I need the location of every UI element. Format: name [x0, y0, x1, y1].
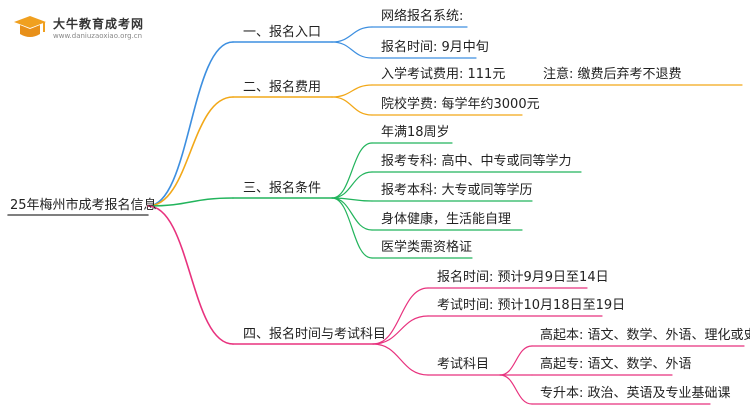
- node-exam-fee-note: 注意: 缴费后弃考不退费: [543, 67, 682, 82]
- branch-link: [147, 205, 234, 345]
- leaf-link: [331, 26, 373, 43]
- leaf-link: [331, 41, 373, 59]
- node-bachelor-requirement: 报考本科: 大专或同等学历: [381, 183, 533, 198]
- leaf-link: [331, 96, 373, 116]
- leaf-link: [331, 197, 373, 259]
- node-subjects-gqb: 高起本: 语文、数学、外语、理化或史地: [540, 328, 750, 343]
- node-exam-fee: 入学考试费用: 111元: [381, 67, 506, 82]
- node-medical-certificate: 医学类需资格证: [381, 240, 473, 255]
- watermark-name: 大牛教育成考网: [53, 17, 145, 31]
- node-age-requirement: 年满18周岁: [381, 125, 450, 140]
- branch-schedule-subjects: 四、报名时间与考试科目: [243, 327, 387, 342]
- leaf-link: [499, 345, 533, 376]
- branch-registration-entry: 一、报名入口: [243, 25, 322, 40]
- leaf-link: [372, 287, 429, 345]
- watermark-url: www.daniuzaoxiao.org.cn: [53, 32, 143, 40]
- node-junior-college-requirement: 报考专科: 高中、中专或同等学力: [381, 154, 572, 169]
- leaf-link: [499, 374, 533, 405]
- logo-emblem-icon: [14, 16, 46, 37]
- leaf-link: [372, 315, 429, 345]
- node-registration-window: 报名时间: 预计9月9日至14日: [437, 270, 609, 285]
- root-topic: 25年梅州市成考报名信息: [10, 198, 157, 213]
- node-subjects-zsb: 专升本: 政治、英语及专业基础课: [540, 386, 731, 401]
- leaf-link: [331, 197, 373, 231]
- branch-requirements: 三、报名条件: [243, 181, 322, 196]
- leaf-link: [331, 171, 373, 199]
- branch-link: [147, 197, 234, 207]
- node-exam-window: 考试时间: 预计10月18日至19日: [437, 298, 626, 313]
- branch-fees: 二、报名费用: [243, 80, 322, 95]
- branch-link: [147, 41, 234, 207]
- leaf-link: [331, 142, 373, 199]
- node-online-system: 网络报名系统:: [381, 9, 464, 24]
- leaf-link: [331, 84, 373, 98]
- watermark-logo: 大牛教育成考网 www.daniuzaoxiao.org.cn: [12, 12, 192, 46]
- leaf-link: [372, 343, 429, 376]
- node-tuition: 院校学费: 每学年约3000元: [381, 97, 540, 112]
- node-registration-time: 报名时间: 9月中旬: [381, 40, 489, 55]
- branch-link: [147, 96, 234, 207]
- node-exam-subjects: 考试科目: [437, 357, 490, 372]
- node-subjects-gqz: 高起专: 语文、数学、外语: [540, 357, 692, 372]
- node-health-requirement: 身体健康，生活能自理: [381, 212, 512, 227]
